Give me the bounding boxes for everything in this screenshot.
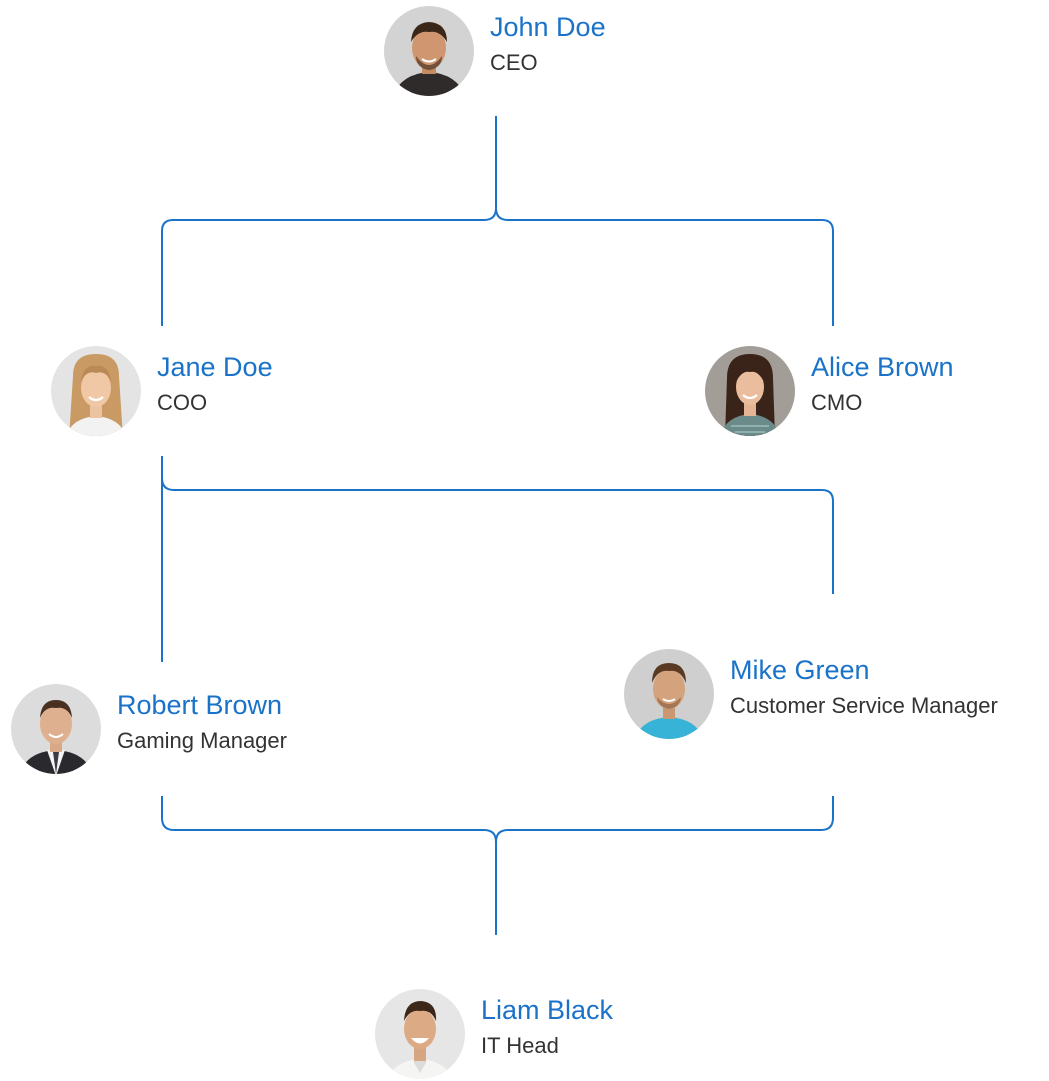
connector-robert-liam — [161, 796, 497, 935]
avatar — [375, 989, 465, 1079]
person-role: Gaming Manager — [117, 728, 287, 753]
person-photo-icon — [375, 989, 465, 1079]
person-photo-icon — [624, 649, 714, 739]
person-role: CEO — [490, 50, 538, 75]
person-photo-icon — [51, 346, 141, 436]
person-role: COO — [157, 390, 208, 415]
person-photo-icon — [384, 6, 474, 96]
org-node-alice-brown[interactable]: Alice Brown CMO — [705, 346, 975, 438]
connector-mike-liam — [495, 796, 834, 843]
person-photo-icon — [11, 684, 101, 774]
connector-john-jane — [161, 116, 497, 326]
avatar — [384, 6, 474, 96]
person-role: CMO — [811, 390, 863, 415]
avatar — [624, 649, 714, 739]
org-node-liam-black[interactable]: Liam Black IT Head — [375, 989, 635, 1081]
person-name[interactable]: Liam Black — [481, 995, 614, 1025]
org-node-robert-brown[interactable]: Robert Brown Gaming Manager — [11, 684, 331, 776]
person-role: Customer Service Manager — [730, 693, 998, 718]
avatar — [705, 346, 795, 436]
person-name[interactable]: Robert Brown — [117, 690, 283, 720]
connector-jane-mike — [161, 477, 834, 594]
person-name[interactable]: John Doe — [490, 12, 606, 42]
avatar — [11, 684, 101, 774]
avatar — [51, 346, 141, 436]
org-node-john-doe[interactable]: John Doe CEO — [384, 6, 624, 98]
org-node-jane-doe[interactable]: Jane Doe COO — [51, 346, 291, 438]
person-photo-icon — [705, 346, 795, 436]
person-role: IT Head — [481, 1033, 559, 1058]
person-name[interactable]: Mike Green — [730, 655, 870, 685]
person-name[interactable]: Alice Brown — [811, 352, 954, 382]
connector-john-alice — [495, 207, 834, 326]
org-node-mike-green[interactable]: Mike Green Customer Service Manager — [624, 649, 1046, 741]
person-name[interactable]: Jane Doe — [157, 352, 273, 382]
